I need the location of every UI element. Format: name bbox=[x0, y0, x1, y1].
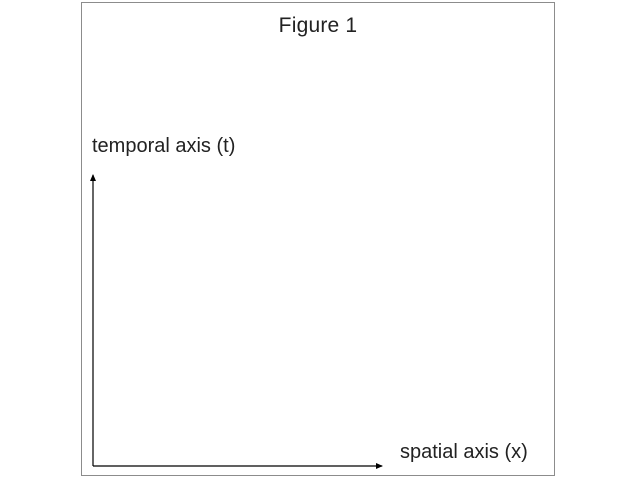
temporal-axis-label: temporal axis (t) bbox=[92, 135, 236, 157]
axes-diagram bbox=[90, 174, 383, 469]
spatial-axis-label: spatial axis (x) bbox=[400, 441, 528, 463]
figure-frame: Figure 1 temporal axis (t) spatial axis … bbox=[81, 2, 555, 476]
figure-title: Figure 1 bbox=[278, 14, 358, 37]
